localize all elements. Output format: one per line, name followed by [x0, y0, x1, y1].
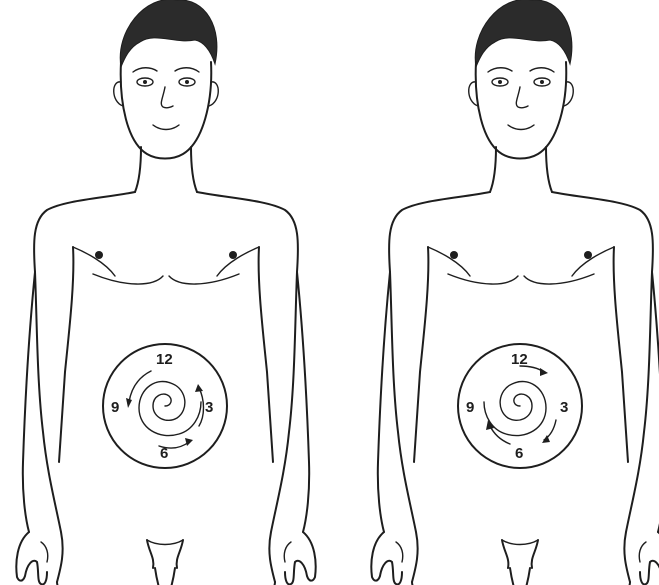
body-outline — [371, 0, 659, 585]
spiral-right: 12 3 6 9 — [466, 351, 568, 462]
clock-label-6: 6 — [160, 445, 168, 462]
body-outline — [16, 0, 315, 585]
clock-label-6: 6 — [515, 445, 523, 462]
clock-label-3: 3 — [205, 399, 213, 416]
figure-right: 12 3 6 9 — [371, 0, 659, 585]
clock-label-9: 9 — [466, 399, 474, 416]
clock-label-12: 12 — [156, 351, 173, 368]
clock-label-3: 3 — [560, 399, 568, 416]
figure-left: 12 3 6 9 — [16, 0, 315, 585]
clock-label-9: 9 — [111, 399, 119, 416]
spiral-left: 12 3 6 9 — [111, 351, 213, 462]
clock-label-12: 12 — [511, 351, 528, 368]
